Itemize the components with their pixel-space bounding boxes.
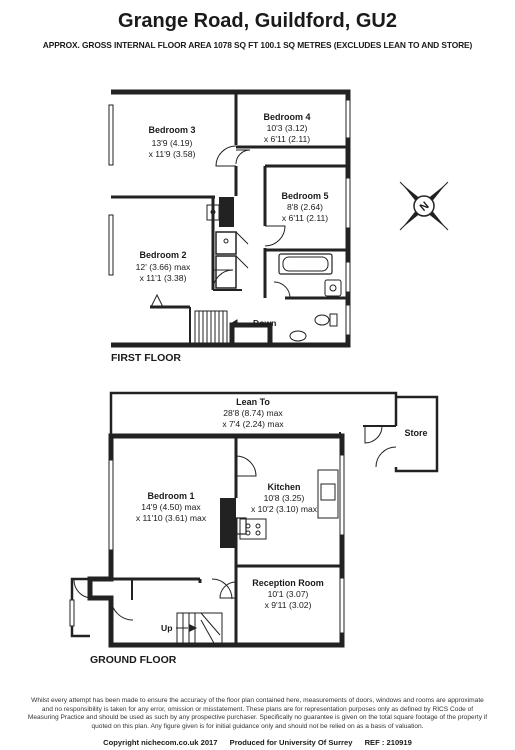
compass: N [399,181,449,231]
first-floor-room-bedroom-2: Bedroom 2 12' (3.66) max x 11'1 (3.38) [136,250,191,283]
disclaimer-text: Whilst every attempt has been made to en… [27,697,488,730]
plan-title: Grange Road, Guildford, GU2 [118,10,397,32]
ground-floor-room-kitchen: Kitchen 10'8 (3.25) x 10'2 (3.10) max [251,482,318,514]
ground-floor-windows [108,454,345,634]
room-dimension: 14'9 (4.50) max [141,502,201,512]
floor-plan: N Bedroom 3 13'9 (4.19) x 11'9 (3.58) Be… [69,89,449,648]
floor-area-subtitle: APPROX. GROSS INTERNAL FLOOR AREA 1078 S… [42,40,473,50]
room-dimension: x 9'11 (3.02) [265,600,312,610]
first-floor-stairs [194,310,246,346]
room-dimension: x 11'1 (3.38) [140,273,187,283]
lean-to-walls [109,391,439,473]
ground-floor-room-store: Store [404,428,427,438]
room-name: Kitchen [267,482,300,492]
room-dimension: x 6'11 (2.11) [282,213,328,223]
stairs-up-label: Up [161,623,172,633]
room-dimension: x 6'11 (2.11) [264,134,310,144]
ground-floor-doors [110,455,257,621]
ground-floor-stairs [176,612,223,646]
room-name: Bedroom 5 [281,191,328,201]
first-floor-label: FIRST FLOOR [111,352,181,364]
produced-for-text: Produced for University Of Surrey [229,738,353,747]
room-name: Bedroom 3 [148,125,195,135]
room-dimension: 10'1 (3.07) [268,589,309,599]
ground-floor-room-lean-to: Lean To 28'8 (8.74) max x 7'4 (2.24) max [222,397,284,429]
room-dimension: x 7'4 (2.24) max [222,419,284,429]
room-name: Bedroom 4 [263,112,310,122]
stairs-down-label: Down [253,318,276,328]
room-dimension: x 11'10 (3.61) max [136,513,207,523]
room-dimension: 13'9 (4.19) [152,138,193,148]
room-name: Lean To [236,397,270,407]
room-dimension: 12' (3.66) max [136,262,191,272]
footer: Copyright nichecom.co.uk 2017 Produced f… [0,738,515,747]
room-dimension: 10'3 (3.12) [267,123,308,133]
room-name: Bedroom 1 [147,491,194,501]
room-dimension: x 10'2 (3.10) max [251,504,318,514]
first-floor-room-bedroom-5: Bedroom 5 8'8 (2.64) x 6'11 (2.11) [281,191,328,223]
room-name: Reception Room [252,578,324,588]
reference-text: REF : 210919 [364,738,412,747]
ground-floor-room-bedroom-1: Bedroom 1 14'9 (4.50) max x 11'10 (3.61)… [136,491,207,523]
first-floor-room-bedroom-3: Bedroom 3 13'9 (4.19) x 11'9 (3.58) [148,125,195,159]
ground-floor-label: GROUND FLOOR [90,654,177,666]
room-dimension: 10'8 (3.25) [264,493,305,503]
first-floor-plan [108,89,351,348]
room-dimension: 8'8 (2.64) [287,202,323,212]
first-floor-windows [108,99,351,336]
ground-floor-room-reception: Reception Room 10'1 (3.07) x 9'11 (3.02) [252,578,324,610]
room-name: Bedroom 2 [139,250,186,260]
first-floor-doors [150,145,291,308]
ground-floor-outer-walls [87,433,345,648]
ground-floor-plan [69,391,439,648]
copyright-text: Copyright nichecom.co.uk 2017 [103,738,218,747]
first-floor-room-bedroom-4: Bedroom 4 10'3 (3.12) x 6'11 (2.11) [263,112,310,144]
room-dimension: 28'8 (8.74) max [223,408,283,418]
room-dimension: x 11'9 (3.58) [149,149,196,159]
